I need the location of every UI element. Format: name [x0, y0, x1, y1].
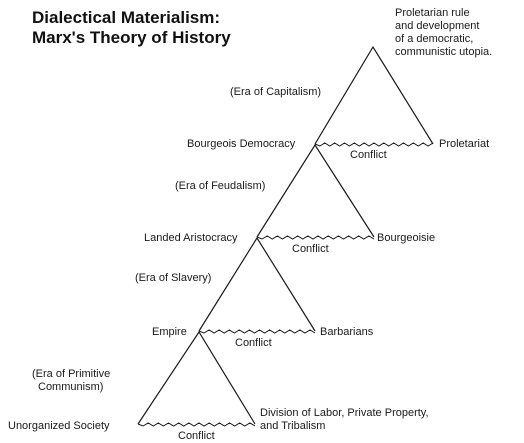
antithesis-proletariat: Proletariat [439, 138, 490, 150]
conflict-wavy-line [256, 235, 375, 240]
conflict-wavy-line [198, 329, 316, 334]
diagram-title: Dialectical Materialism: Marx's Theory o… [32, 8, 231, 48]
conflict-label: Conflict [292, 243, 329, 255]
thesis-landed-aristocracy: Landed Aristocracy [144, 232, 238, 244]
era-label-primitive-communism: (Era of Primitive Communism) [32, 368, 111, 393]
era-label-capitalism: (Era of Capitalism) [230, 86, 322, 98]
thesis-empire: Empire [152, 326, 187, 338]
era-label-feudalism: (Era of Feudalism) [175, 180, 266, 192]
triangle-sides [256, 143, 375, 238]
triangle-sides [198, 236, 316, 332]
triangle-sides [314, 45, 434, 145]
conflict-wavy-line [137, 422, 256, 427]
synthesis-proletarian-utopia: Proletarian rule and development of a de… [395, 7, 493, 58]
antithesis-bourgeoisie: Bourgeoisie [377, 232, 436, 244]
title-line-1: Dialectical Materialism: [32, 8, 221, 27]
triangle-slavery [198, 236, 316, 334]
triangle-primitive-communism [137, 330, 256, 427]
triangle-feudalism [256, 143, 375, 240]
antithesis-division-of-labor: Division of Labor, Private Property, and… [260, 407, 429, 432]
conflict-label: Conflict [178, 430, 215, 442]
conflict-label: Conflict [350, 149, 387, 161]
antithesis-barbarians: Barbarians [320, 326, 374, 338]
triangle-sides [137, 330, 256, 425]
triangle-capitalism [314, 45, 434, 147]
conflict-wavy-line [314, 142, 434, 147]
conflict-label: Conflict [235, 337, 272, 349]
title-line-2: Marx's Theory of History [32, 28, 231, 47]
era-label-slavery: (Era of Slavery) [135, 272, 212, 284]
thesis-bourgeois-democracy: Bourgeois Democracy [187, 138, 296, 150]
thesis-unorganized-society: Unorganized Society [8, 420, 110, 432]
